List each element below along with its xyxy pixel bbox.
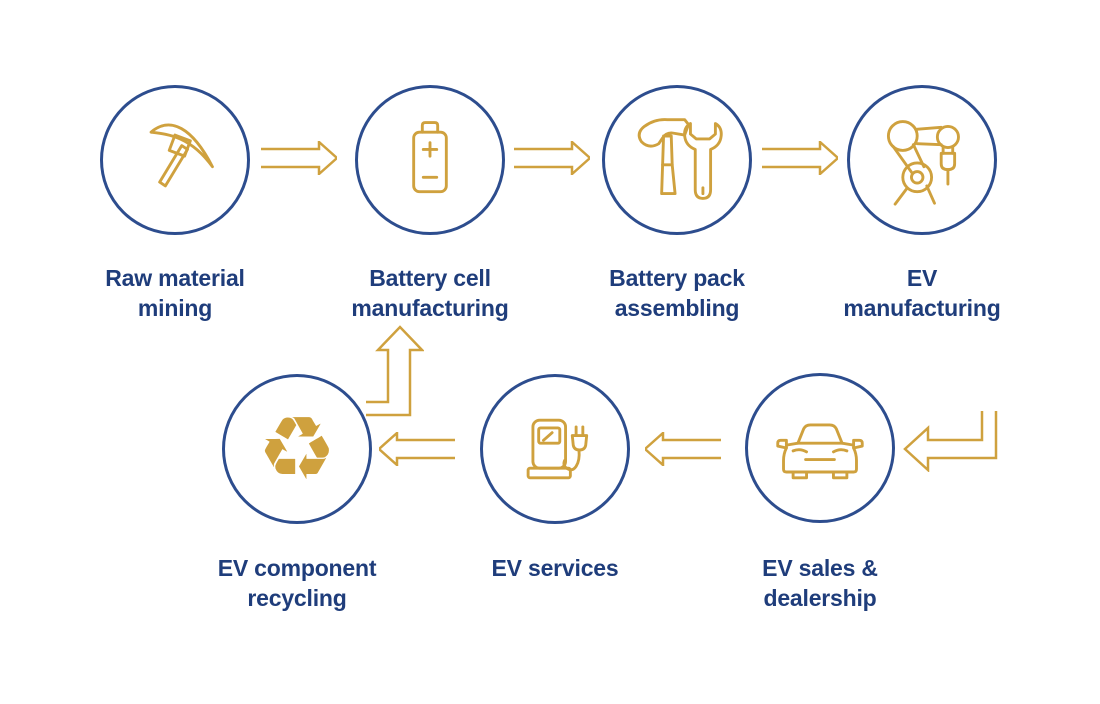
label-battery-pack-assembling: Battery pack assembling — [547, 263, 807, 323]
label-raw-material-mining: Raw material mining — [45, 263, 305, 323]
hammer-wrench-icon — [637, 118, 723, 200]
arrow-battery-cell-to-battery-pack — [514, 141, 590, 175]
label-ev-component-recycling: EV component recycling — [167, 553, 427, 613]
label-line: dealership — [763, 585, 877, 611]
label-ev-services: EV services — [425, 553, 685, 583]
label-line: Battery cell — [369, 265, 491, 291]
label-battery-cell-manufacturing: Battery cell manufacturing — [300, 263, 560, 323]
arrow-recycling-to-battery-cell — [366, 325, 424, 417]
node-ev-component-recycling: ♻ — [222, 374, 372, 524]
node-battery-cell-manufacturing — [355, 85, 505, 235]
arrow-battery-pack-to-ev-manufacturing — [762, 141, 838, 175]
node-ev-services — [480, 374, 630, 524]
label-line: mining — [137, 295, 213, 321]
pickaxe-icon — [149, 123, 214, 188]
car-icon — [776, 423, 864, 480]
label-ev-manufacturing: EV manufacturing — [792, 263, 1052, 323]
label-line: manufacturing — [843, 295, 1001, 321]
node-battery-pack-assembling — [602, 85, 752, 235]
arrow-ev-services-to-ev-recycling — [379, 432, 455, 466]
arrow-mining-to-battery-cell — [261, 141, 337, 175]
ev-charger-icon — [526, 418, 589, 480]
label-line: EV component — [217, 555, 377, 581]
label-line: EV — [906, 265, 938, 291]
arrow-ev-sales-to-ev-services — [645, 432, 721, 466]
recycling-icon: ♻ — [257, 397, 337, 500]
label-ev-sales-dealership: EV sales & dealership — [690, 553, 950, 613]
label-line: Battery pack — [609, 265, 745, 291]
label-line: EV services — [491, 555, 619, 581]
label-line: Raw material — [105, 265, 245, 291]
label-line: manufacturing — [351, 295, 509, 321]
robot-arm-icon — [886, 120, 960, 206]
arrow-ev-manufacturing-to-ev-sales — [903, 411, 998, 472]
battery-icon — [412, 121, 448, 194]
node-ev-manufacturing — [847, 85, 997, 235]
node-raw-material-mining — [100, 85, 250, 235]
label-line: EV sales & — [762, 555, 878, 581]
label-line: assembling — [614, 295, 740, 321]
node-ev-sales-dealership — [745, 373, 895, 523]
label-line: recycling — [247, 585, 347, 611]
